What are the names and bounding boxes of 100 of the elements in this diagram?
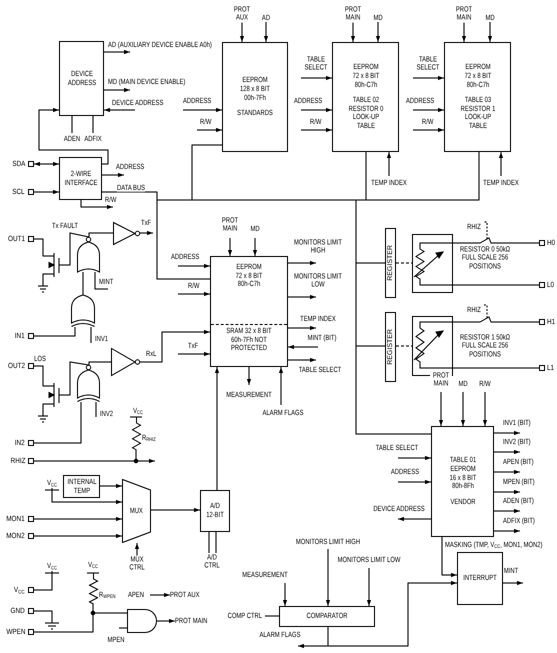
signal-arrow [494,528,520,534]
signal-arrow [462,22,466,42]
wire [88,362,112,366]
signal-arrow [300,108,332,112]
signal-arrow [34,516,122,522]
signal-arrow [228,238,232,256]
wire [34,326,76,336]
signal-arrow [494,490,520,494]
signal-arrow [104,88,130,92]
wire [34,366,44,380]
signal-arrow [136,450,156,464]
signal-arrow [214,366,220,490]
signal-arrow [240,22,244,42]
signal-arrow [398,456,432,460]
block-box [210,256,288,367]
dashed-link [396,262,412,264]
signal-arrow [246,366,252,386]
signal-arrow [386,152,392,176]
signal-arrow [196,128,222,132]
signal-arrow [398,480,432,484]
signal-arrow [502,580,524,586]
block-box [222,42,288,152]
logic-gate-symbol [71,295,95,327]
block-box [431,426,494,537]
signal-arrow [178,292,210,296]
logic-gate-symbol [77,237,100,272]
signal-arrow [412,76,444,80]
signal-arrow [104,108,136,112]
signal-arrow [482,392,488,426]
signal-arrow [182,108,222,112]
signal-arrow [300,76,332,80]
resistor-symbol [89,573,98,604]
block-box [332,42,399,152]
signal-arrow [264,22,268,42]
logic-gate-symbol [77,365,100,402]
signal-arrow [300,128,332,132]
wire [452,237,540,244]
wire [452,316,540,322]
wire [90,326,92,344]
signal-arrow [178,352,210,356]
signal-arrow [438,392,444,426]
block-box [200,490,230,532]
signal-arrow [34,190,60,194]
signal-arrow [412,128,444,132]
signal-arrow [412,108,444,112]
signal-arrow [34,162,60,166]
wire [92,116,94,134]
signal-arrow [288,326,316,330]
potentiometer-block [412,316,453,376]
block-box [59,157,102,200]
register-box [385,228,396,298]
signal-arrow [442,536,458,578]
inverter-symbol [113,222,140,245]
signal-arrow [326,548,330,606]
signal-arrow [498,152,504,176]
wire [34,610,52,624]
signal-arrow [52,488,122,504]
signal-arrow [376,22,380,42]
signal-arrow [140,230,154,236]
wire [70,232,90,250]
signal-arrow [134,542,140,556]
signal-arrow [398,516,432,522]
resistor-symbol [132,417,141,450]
signal-arrow [288,344,318,350]
signal-arrow [104,50,130,54]
signal-arrow [100,484,122,488]
register-box [385,312,396,382]
signal-arrow [288,260,316,266]
signal-arrow [494,470,520,474]
logic-gate-symbol [127,609,157,633]
signal-arrow [140,330,210,362]
signal-arrow [288,358,316,362]
signal-arrow [278,366,284,406]
wire [208,532,216,554]
wire [88,232,114,238]
block-box [279,606,375,627]
wire [452,284,540,286]
signal-arrow [494,430,520,436]
signal-arrow [38,108,108,164]
signal-arrow [494,450,520,454]
signal-arrow [366,568,372,606]
wire [70,361,90,380]
signal-arrow [252,238,258,256]
block-box [444,42,511,152]
wire [94,272,108,290]
wire [34,570,52,590]
signal-arrow [150,508,200,512]
signal-arrow [282,582,288,606]
signal-arrow [494,508,520,514]
inverter-symbol [111,348,140,376]
wire [34,402,82,444]
signal-arrow [156,618,176,624]
signal-arrow [350,22,356,42]
signal-arrow [460,392,466,426]
signal-arrow [102,172,124,178]
signal-arrow [328,580,458,646]
signal-arrow [150,592,170,598]
signal-arrow [288,294,316,300]
wire [82,272,84,296]
wire [92,604,128,614]
